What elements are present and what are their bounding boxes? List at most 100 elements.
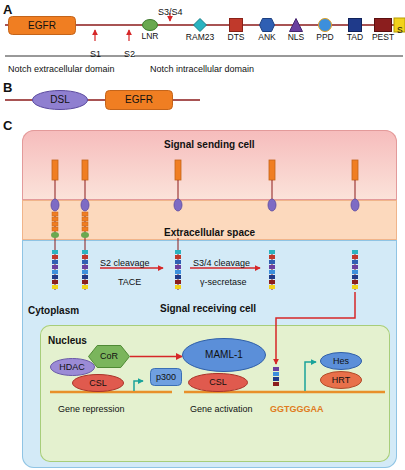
node-label: CSL — [89, 378, 107, 388]
label-anchor: Cytoplasm — [28, 300, 79, 318]
node-label: PPD — [316, 33, 333, 43]
node-outline — [348, 18, 362, 32]
label-anchor: A — [3, 0, 12, 18]
receptor-egf — [52, 212, 58, 216]
dna-sequence: GGTGGGAA — [270, 404, 324, 414]
receptor-icd-domain — [52, 280, 58, 284]
node-outline — [193, 18, 207, 32]
receptor-icd-domain — [82, 250, 88, 254]
ligand-stalk — [178, 180, 179, 199]
outline-ellipse — [143, 20, 158, 31]
outline-rect — [375, 19, 392, 32]
maml-protein: MAML-1 — [182, 338, 266, 372]
receptor-icd-domain — [269, 255, 275, 259]
node-label: EGFR — [28, 20, 56, 32]
extracellular-band: Extracellular space — [22, 200, 397, 240]
label-anchor: γ-secretase — [200, 271, 247, 289]
compartment-label: Cytoplasm — [28, 305, 79, 317]
ligand-dsl — [81, 199, 89, 211]
outline-ellipse — [183, 339, 266, 372]
ligand-egf — [269, 160, 275, 180]
label-anchor: Notch intracellular domain — [150, 58, 254, 76]
label-anchor: S2 — [124, 43, 135, 61]
s3-cleavage-arrow — [190, 267, 260, 269]
node-label: DSL — [50, 94, 69, 106]
ligand-dsl — [51, 199, 59, 211]
receptor-egf — [82, 222, 88, 226]
receptor-icd-domain — [352, 275, 358, 279]
label-anchor: S3/S4 — [158, 1, 183, 19]
corepressor: CoR — [88, 345, 130, 368]
label-anchor: Notch extracellular domain — [8, 58, 115, 76]
p300-protein: p300 — [150, 368, 182, 386]
node-outline — [318, 18, 332, 32]
state-label: Gene activation — [190, 404, 253, 414]
outline-ellipse — [50, 359, 94, 376]
receptor-icd-domain — [82, 260, 88, 264]
enzyme-label: TACE — [118, 277, 141, 287]
outline-rect — [230, 19, 243, 32]
node-label: Nucleus — [48, 335, 87, 347]
receptor-icd-domain — [269, 275, 275, 279]
csl-protein: CSL — [188, 373, 248, 392]
node-label: PEST — [372, 33, 394, 43]
label-anchor: S1 — [90, 43, 101, 61]
node-label: Hes — [333, 356, 349, 366]
receptor-icd-domain — [352, 250, 358, 254]
ligand-stalk — [55, 180, 56, 199]
hdac-protein: HDAC — [50, 358, 95, 376]
outline-ellipse — [321, 372, 362, 389]
node-label: MAML-1 — [205, 349, 243, 361]
receptor-egf — [82, 217, 88, 221]
receiving-cell: Signal receiving cellNucleusHDACCoRCSLMA… — [22, 240, 397, 468]
lnr-domain: LNR — [140, 19, 160, 42]
outline-ellipse — [73, 375, 124, 392]
node-label: TAD — [347, 33, 363, 43]
nucleus: NucleusHDAC CoR CSL MAML-1 p300CSL HesHRT — [40, 325, 390, 462]
ligand-egf — [52, 160, 58, 180]
receptor-lnr — [51, 232, 59, 238]
receptor-lnr — [81, 232, 89, 238]
panel-letter: C — [3, 119, 12, 134]
outline-hexagon — [260, 19, 275, 32]
node-label: CSL — [209, 377, 227, 387]
label-anchor: C — [3, 116, 12, 134]
dts-domain: DTS — [227, 18, 246, 43]
receptor-icd-domain — [82, 270, 88, 274]
receptor-icd-domain — [82, 255, 88, 259]
pest-domain: PEST — [371, 18, 396, 43]
node-label: CoR — [100, 351, 118, 361]
domain-label: Notch intracellular domain — [150, 64, 254, 74]
label-anchor: B — [3, 78, 12, 96]
s2-cleavage-arrow — [100, 267, 163, 269]
node-label: HDAC — [59, 362, 85, 372]
dna-strand — [50, 391, 172, 394]
panel-letter: B — [3, 81, 12, 96]
receptor-icd-domain — [52, 275, 58, 279]
label-anchor: S3/4 cleavage — [193, 252, 250, 270]
dsl-domain: DSL — [32, 90, 88, 110]
label-anchor: GGTGGGAA — [270, 398, 324, 416]
ppd-domain: PPD — [315, 18, 335, 43]
receptor-icd-domain — [52, 255, 58, 259]
process-label: S2 cleavage — [100, 258, 150, 268]
receptor-icd-domain — [82, 265, 88, 269]
ligand-stalk — [272, 180, 273, 199]
receptor-icd-domain — [175, 265, 181, 269]
hrt-gene-product: HRT — [320, 371, 362, 389]
label-anchor: S2 cleavage — [100, 252, 150, 270]
node-outline — [374, 18, 392, 32]
domain-bracket — [5, 56, 128, 57]
outline-ellipse — [321, 353, 362, 370]
nicd-fragment — [273, 372, 279, 376]
receptor-icd-domain — [52, 270, 58, 274]
receptor-icd-domain — [175, 250, 181, 254]
receptor-icd-domain — [352, 285, 358, 289]
receptor-icd-domain — [175, 280, 181, 284]
notch-backbone — [5, 24, 394, 26]
transcription-arrow — [134, 381, 143, 391]
ligand-stalk — [355, 180, 356, 199]
nicd-fragment — [273, 382, 279, 386]
domain-label: S — [397, 26, 403, 36]
